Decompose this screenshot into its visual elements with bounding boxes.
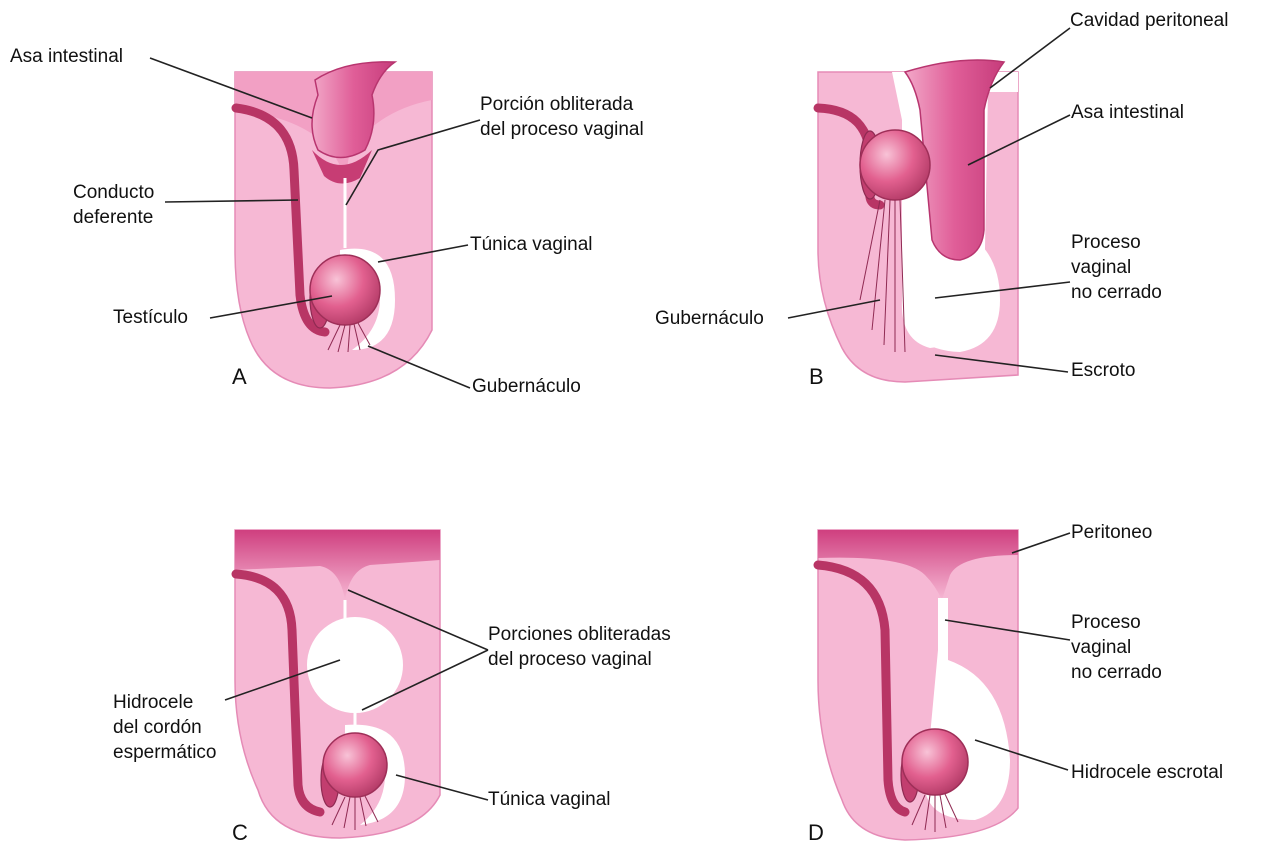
label-cavidad-peritoneal: Cavidad peritoneal xyxy=(1070,8,1228,33)
label-proceso-vaginal-d: Proceso vaginal no cerrado xyxy=(1071,610,1162,685)
label-line: Porción obliterada xyxy=(480,92,644,117)
label-line: no cerrado xyxy=(1071,280,1162,305)
label-line: Porciones obliteradas xyxy=(488,622,671,647)
testis xyxy=(323,733,387,797)
panel-letter-c: C xyxy=(232,820,248,846)
label-escroto: Escroto xyxy=(1071,358,1135,383)
panel-b xyxy=(788,28,1070,382)
label-porcion-obliterada-a: Porción obliterada del proceso vaginal xyxy=(480,92,644,142)
panel-a xyxy=(150,58,480,388)
label-line: no cerrado xyxy=(1071,660,1162,685)
testis xyxy=(310,255,380,325)
label-line: del proceso vaginal xyxy=(480,117,644,142)
testis xyxy=(902,729,968,795)
label-line: vaginal xyxy=(1071,255,1162,280)
label-line: del proceso vaginal xyxy=(488,647,671,672)
label-line: deferente xyxy=(73,205,154,230)
label-tunica-vaginal-a: Túnica vaginal xyxy=(470,232,593,257)
label-hidrocele-escrotal: Hidrocele escrotal xyxy=(1071,760,1223,785)
label-porciones-obliteradas: Porciones obliteradas del proceso vagina… xyxy=(488,622,671,672)
label-proceso-vaginal-b: Proceso vaginal no cerrado xyxy=(1071,230,1162,305)
label-gubernaculo-a: Gubernáculo xyxy=(472,374,581,399)
panel-letter-b: B xyxy=(809,364,824,390)
panel-c xyxy=(225,530,488,838)
label-line: vaginal xyxy=(1071,635,1162,660)
label-line: del cordón xyxy=(113,715,217,740)
label-asa-intestinal-b: Asa intestinal xyxy=(1071,100,1184,125)
label-line: Hidrocele xyxy=(113,690,217,715)
label-line: espermático xyxy=(113,740,217,765)
label-line: Conducto xyxy=(73,180,154,205)
panel-letter-d: D xyxy=(808,820,824,846)
label-peritoneo: Peritoneo xyxy=(1071,520,1152,545)
panel-d xyxy=(818,530,1070,840)
label-asa-intestinal-a: Asa intestinal xyxy=(10,44,123,69)
spermatic-cord-hydrocele xyxy=(307,617,403,713)
testis xyxy=(860,130,930,200)
label-line: Proceso xyxy=(1071,610,1162,635)
label-line: Proceso xyxy=(1071,230,1162,255)
label-testiculo: Testículo xyxy=(113,305,188,330)
label-hidrocele-cordon: Hidrocele del cordón espermático xyxy=(113,690,217,765)
label-gubernaculo-b: Gubernáculo xyxy=(655,306,764,331)
label-conducto-deferente: Conducto deferente xyxy=(73,180,154,230)
panel-letter-a: A xyxy=(232,364,247,390)
label-tunica-vaginal-c: Túnica vaginal xyxy=(488,787,611,812)
